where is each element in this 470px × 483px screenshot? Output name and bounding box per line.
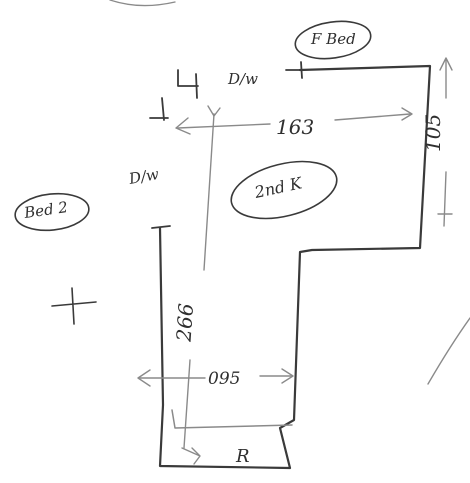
bottom-inner-line xyxy=(171,409,293,429)
dim-width-arrow-right xyxy=(401,107,413,121)
dim-height-right-line xyxy=(443,59,447,227)
dim-height-left-line xyxy=(183,113,215,449)
door-left-marker xyxy=(149,97,169,121)
room-label-circle xyxy=(230,160,338,220)
bed2-label: Bed 2 xyxy=(22,198,69,222)
front-bed-label: F Bed xyxy=(310,30,356,48)
door-left-bottom-tick xyxy=(151,225,171,229)
diagonal-line xyxy=(427,317,470,385)
dim-bottom-line xyxy=(139,375,293,379)
dim-height-right-label: 105 xyxy=(421,114,445,152)
front-bed-circle xyxy=(294,20,372,60)
bed2-circle xyxy=(14,192,90,232)
dim-bottom-label: 095 xyxy=(208,369,240,389)
dim-width-arrow-left xyxy=(175,117,191,135)
dim-height-left-arrow xyxy=(207,105,221,117)
top-curve-fragment xyxy=(109,0,176,7)
room-label: 2nd K xyxy=(252,173,305,202)
plus-mark xyxy=(51,287,97,325)
dim-width-label: 163 xyxy=(276,115,314,139)
dim-width-line xyxy=(177,113,411,129)
door-top-marker xyxy=(177,69,199,99)
dim-height-right-arrow xyxy=(439,57,453,71)
bottom-arrow xyxy=(181,447,201,465)
door-top-right-tick xyxy=(285,61,304,79)
bottom-mark-label: R xyxy=(235,446,250,467)
room-outline xyxy=(158,64,432,470)
door-top-label: D/w xyxy=(227,70,258,88)
door-left-label: D/w xyxy=(127,165,161,188)
dim-bottom-arrow-left xyxy=(137,369,151,387)
dim-height-left-label: 266 xyxy=(171,302,198,343)
dim-bottom-arrow-right xyxy=(281,368,294,384)
